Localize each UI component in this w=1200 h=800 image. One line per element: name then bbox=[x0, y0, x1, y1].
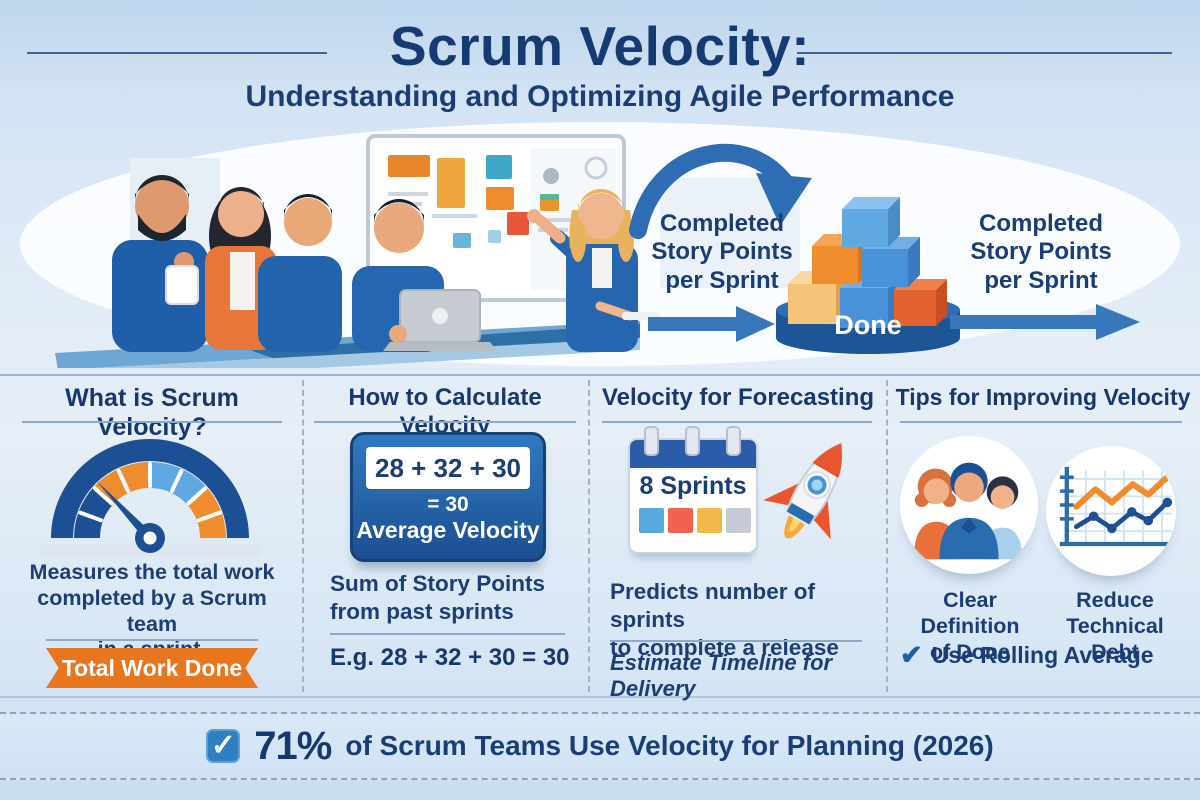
calendar-ring bbox=[726, 426, 741, 456]
calendar-square bbox=[639, 508, 664, 533]
calendar-squares bbox=[639, 508, 751, 533]
column-divider-2 bbox=[588, 380, 590, 692]
team-illustration bbox=[20, 122, 1180, 368]
caption-completed-story-points-left: Completed Story Points per Sprint bbox=[651, 210, 793, 294]
tip-check-text: Use Rolling Average bbox=[931, 642, 1154, 668]
calendar-square bbox=[668, 508, 693, 533]
person-presenter-woman bbox=[507, 189, 660, 352]
checkbox-icon: ✓ bbox=[206, 729, 241, 763]
rocket-icon bbox=[763, 442, 843, 540]
caption-completed-story-points-right: Completed Story Points per Sprint bbox=[970, 210, 1112, 294]
rule bbox=[900, 421, 1182, 423]
trend-chart-icon bbox=[1046, 446, 1176, 576]
done-label: Done bbox=[834, 310, 902, 340]
calendar-ring bbox=[644, 426, 659, 456]
calendar-square bbox=[726, 508, 751, 533]
forecast-description: Predicts number of sprints to complete a… bbox=[610, 579, 839, 661]
column-divider-3 bbox=[886, 380, 888, 692]
done-blocks-icon bbox=[776, 197, 960, 354]
footer-stat-value: 71% bbox=[254, 723, 332, 768]
calendar-ring bbox=[685, 426, 700, 456]
footer-stat-text: of Scrum Teams Use Velocity for Planning… bbox=[345, 730, 994, 761]
sprints-count-label: 8 Sprints bbox=[639, 472, 747, 500]
average-velocity-label: Average Velocity bbox=[356, 517, 540, 543]
calculation-example: E.g. 28 + 32 + 30 = 30 bbox=[330, 644, 570, 671]
calendar-square bbox=[697, 508, 722, 533]
heading-tips-for-improving-velocity: Tips for Improving Velocity bbox=[895, 384, 1191, 410]
heading-what-is-scrum-velocity: What is Scrum Velocity? bbox=[65, 384, 239, 441]
average-result: = 30 bbox=[427, 493, 469, 516]
rule bbox=[22, 421, 282, 423]
calculation-card: 28 + 32 + 30 = 30 Average Velocity bbox=[350, 432, 546, 562]
arrow-right-right-icon bbox=[950, 304, 1140, 340]
person-laptop-man bbox=[352, 199, 497, 352]
heading-velocity-for-forecasting: Velocity for Forecasting bbox=[601, 384, 875, 411]
story-points-sum: 28 + 32 + 30 bbox=[366, 447, 530, 489]
ribbon-badge: Total Work Done bbox=[46, 648, 258, 688]
rule bbox=[610, 640, 862, 642]
title-divider-right bbox=[797, 52, 1172, 54]
page-subtitle: Understanding and Optimizing Agile Perfo… bbox=[245, 80, 955, 113]
team-icon bbox=[900, 436, 1038, 574]
gauge-icon bbox=[40, 439, 260, 556]
rule bbox=[46, 639, 258, 641]
section-divider-bottom bbox=[0, 696, 1200, 698]
calendar-icon: 8 Sprints bbox=[628, 426, 758, 554]
person-blue-shirt-man bbox=[258, 194, 342, 352]
title-divider-left bbox=[27, 52, 327, 54]
section-divider-top bbox=[0, 374, 1200, 376]
laptop-icon bbox=[383, 289, 497, 351]
calculate-description: Sum of Story Points from past sprints bbox=[330, 571, 546, 625]
rule bbox=[602, 421, 872, 423]
rule bbox=[330, 633, 565, 635]
footer-stat-banner: ✓ 71% of Scrum Teams Use Velocity for Pl… bbox=[0, 712, 1200, 780]
page-title: Scrum Velocity: bbox=[389, 15, 811, 77]
tip-reduce-technical-debt: Reduce Technical Debt bbox=[1066, 588, 1164, 664]
tip-use-rolling-average: ✔ Use Rolling Average bbox=[900, 642, 1190, 669]
curved-arrow-icon bbox=[629, 143, 812, 239]
rule bbox=[314, 421, 576, 423]
what-description: Measures the total work completed by a S… bbox=[29, 560, 275, 661]
check-icon: ✔ bbox=[900, 640, 923, 670]
tip-clear-definition-of-done: Clear Definition of Done bbox=[920, 588, 1020, 664]
arrow-right-left-icon bbox=[648, 306, 775, 342]
column-divider-1 bbox=[302, 380, 304, 692]
person-bearded-man bbox=[112, 175, 208, 352]
forecast-note: Estimate Timeline for Delivery bbox=[610, 650, 833, 701]
